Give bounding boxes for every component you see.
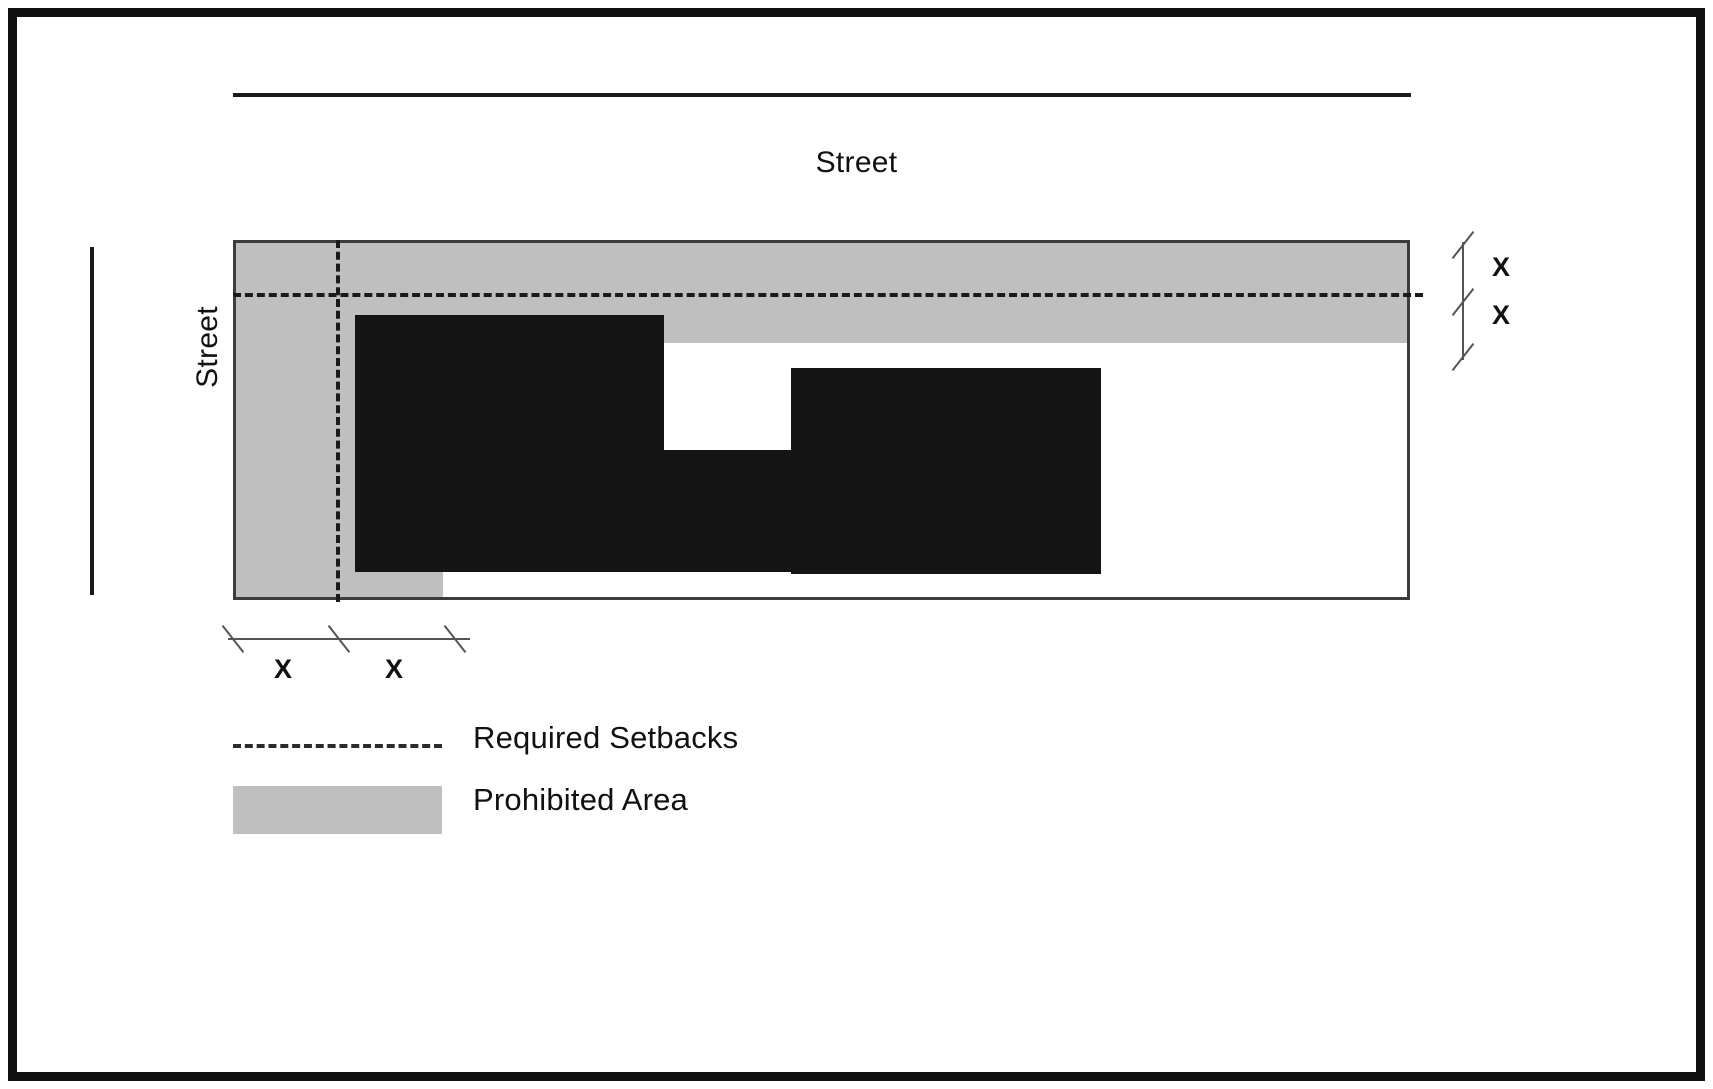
building-block-mid [664,450,791,572]
dashed-line-swatch-icon [233,744,442,748]
dimension-line-horizontal [228,638,470,640]
setback-line-vertical [336,240,340,602]
street-line-top [233,93,1411,97]
dimension-bracket-right: X X [1440,230,1560,372]
setback-line-horizontal [233,293,1423,297]
legend-item-required-setbacks: Required Setbacks [233,718,933,780]
building-block-main [355,315,664,572]
legend-label-required-setbacks: Required Setbacks [473,720,739,755]
building-block-right [791,368,1101,574]
dimension-label-right-1: X [1492,252,1511,282]
street-line-left [90,247,94,595]
street-label-top: Street [815,146,898,179]
dimension-label-right-2: X [1492,300,1511,330]
outer-frame [8,8,1705,1081]
legend-item-prohibited-area: Prohibited Area [233,780,933,842]
dimension-line-bottom: X X [221,612,482,692]
street-label-left: Street [191,306,224,388]
gray-fill-swatch-icon [233,786,442,834]
dimension-label-bottom-2: X [385,654,404,684]
dimension-label-bottom-1: X [274,654,293,684]
legend: Required Setbacks Prohibited Area [233,718,933,842]
legend-label-prohibited-area: Prohibited Area [473,782,688,817]
